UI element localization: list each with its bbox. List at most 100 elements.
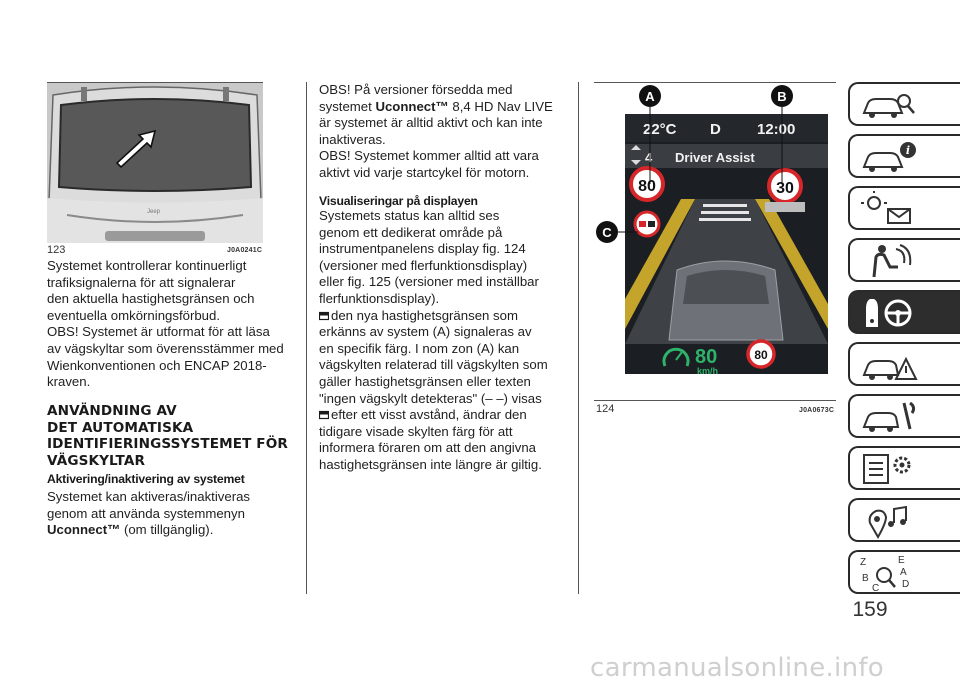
tab-technical-data[interactable] [848, 446, 960, 490]
multimedia-icon [868, 505, 907, 539]
tab-index[interactable]: Z E B A C D [848, 550, 960, 594]
car-crash-warning-icon [862, 356, 918, 380]
text-line: tidigare visade skylten färg för att [319, 423, 513, 439]
text-line: OBS! Systemet kommer alltid att vara [319, 148, 539, 163]
tab-car-overview[interactable] [848, 82, 960, 126]
heading-line: IDENTIFIERINGSSYSTEMET FÖR [47, 436, 288, 452]
temperature-readout: 22°C [643, 121, 677, 138]
heading-line: ANVÄNDNING AV [47, 403, 177, 419]
figure-124-instrument-display: 22°C D 12:00 4 Driver Assist 80 30 [625, 84, 828, 376]
text-fragment: (om tillgänglig). [120, 522, 214, 538]
speed-sign-a: 80 [629, 166, 665, 202]
svg-text:B: B [862, 573, 869, 584]
tab-starting-driving[interactable] [848, 290, 960, 334]
column-divider-left [306, 82, 307, 594]
text-line: vägskylten relaterad till vägskylten som [319, 357, 548, 373]
tab-car-info[interactable]: i [848, 134, 960, 178]
tab-warning-lights[interactable] [848, 186, 960, 230]
text-line: inaktiveras. [319, 131, 386, 147]
speed-sign-b: 30 [765, 168, 805, 212]
callout-c: C [596, 221, 618, 243]
current-speed: 80 [695, 346, 717, 368]
bullet-icon [319, 311, 329, 320]
svg-text:E: E [898, 555, 905, 566]
svg-text:D: D [902, 579, 909, 590]
menu-index: 4 [645, 150, 653, 165]
watermark: carmanualsonline.info [590, 653, 885, 683]
uconnect-brand: Uconnect™ [47, 522, 121, 538]
speedometer-icon [662, 347, 690, 367]
column-divider-right [578, 82, 579, 594]
tab-emergency[interactable] [848, 342, 960, 386]
text-fragment: den nya hastighetsgränsen som [331, 307, 518, 323]
text-line: Wienkonventionen och ENCAP 2018- [47, 357, 267, 373]
figure-124-number: 124 [596, 403, 615, 415]
svg-text:C: C [602, 225, 612, 240]
heading-line: VÄGSKYLTAR [47, 452, 146, 469]
svg-text:80: 80 [638, 178, 656, 195]
text-line: trafiksignalerna för att signalerar [47, 274, 236, 290]
bullet-item: efter ett visst avstånd, ändrar den [319, 407, 571, 424]
car-magnifier-icon [862, 94, 915, 118]
figure-123-code: J0A0241C [227, 247, 263, 254]
figure-124-code: J0A0673C [799, 407, 835, 414]
text-fragment: systemet [319, 98, 376, 114]
gear-readout: D [710, 121, 721, 138]
figure-123-rear-window: Jeep [47, 83, 263, 243]
text-fragment: 8,4 HD Nav LIVE [448, 98, 553, 114]
text-fragment: efter ett visst avstånd, ändrar den [331, 407, 527, 423]
index-icon: Z E B A C D [860, 555, 909, 594]
text-line: en specifik färg. I nom zon (A) kan [319, 340, 520, 356]
text-line: kraven. [47, 374, 91, 390]
cluster-display: 22°C D 12:00 4 Driver Assist 80 30 [625, 114, 828, 376]
bullet-item: den nya hastighetsgränsen som [319, 308, 571, 325]
text-line: OBS! På versioner försedda med [319, 82, 513, 97]
text-line: OBS! Systemet är utformat för att läsa [47, 324, 270, 340]
text-line: genom att använda systemmenyn [47, 505, 245, 521]
callout-b: B [771, 85, 793, 107]
svg-text:i: i [906, 144, 910, 157]
display-subheading: Visualiseringar på displayen [319, 194, 478, 208]
figure-124-top-rule [594, 82, 836, 83]
text-line: hastighetsgränsen inte längre är giltig. [319, 456, 542, 472]
bullet-icon [319, 411, 329, 420]
steering-wheel-driving-icon [866, 299, 912, 327]
text-line: aktivt vid varje startcykel för motorn. [319, 164, 530, 180]
text-line: "ingen vägskylt detekteras" (– –) visas [319, 390, 542, 406]
intro-paragraph: Systemet kontrollerar kontinuerligt traf… [47, 258, 297, 391]
text-line: eller fig. 125 (versioner med inställbar [319, 274, 539, 290]
activation-subheading: Aktivering/inaktivering av systemet [47, 472, 245, 486]
uconnect-brand: Uconnect™ [375, 98, 449, 114]
text-line: erkänns av system (A) signaleras av [319, 324, 532, 340]
warning-light-message-icon [861, 191, 911, 224]
text-line: Systemets status kan alltid ses [319, 208, 500, 223]
menu-title: Driver Assist [675, 150, 755, 165]
svg-text:B: B [777, 89, 786, 104]
activation-paragraph: Systemet kan aktiveras/inaktiveras genom… [47, 489, 297, 539]
menu-arrows-icon [631, 145, 641, 165]
figure-124-bottom-rule [594, 400, 836, 401]
text-line: flerfunktionsdisplay). [319, 290, 440, 306]
tab-multimedia[interactable] [848, 498, 960, 542]
obs-paragraph-2: OBS! Systemet kommer alltid att vara akt… [319, 148, 571, 181]
figure-124-callouts: A B C [596, 85, 793, 243]
text-line: är systemet är alltid aktivt och kan int… [319, 115, 543, 131]
time-readout: 12:00 [757, 121, 795, 138]
heading-line: DET AUTOMATISKA [47, 419, 194, 436]
tab-safety[interactable] [848, 238, 960, 282]
car-wrench-icon [862, 401, 916, 432]
text-line: eventuella omkörningsförbud. [47, 307, 221, 323]
text-line: genom ett dedikerat område på [319, 224, 503, 240]
text-line: den aktuella hastighetsgränsen och [47, 291, 255, 307]
tab-servicing[interactable] [848, 394, 960, 438]
rear-window-illustration: Jeep [47, 83, 263, 243]
text-line: gäller hastighetsgränsen eller texten [319, 373, 531, 389]
speed-unit: km/h [697, 366, 718, 374]
speed-sign-bottom: 80 [746, 339, 776, 369]
technical-data-icon [863, 454, 911, 484]
text-line: Systemet kontrollerar kontinuerligt [47, 258, 247, 273]
figure-123-number: 123 [47, 244, 66, 256]
svg-text:A: A [900, 567, 907, 578]
display-paragraph: Systemets status kan alltid ses genom et… [319, 208, 571, 474]
svg-text:C: C [872, 583, 879, 594]
